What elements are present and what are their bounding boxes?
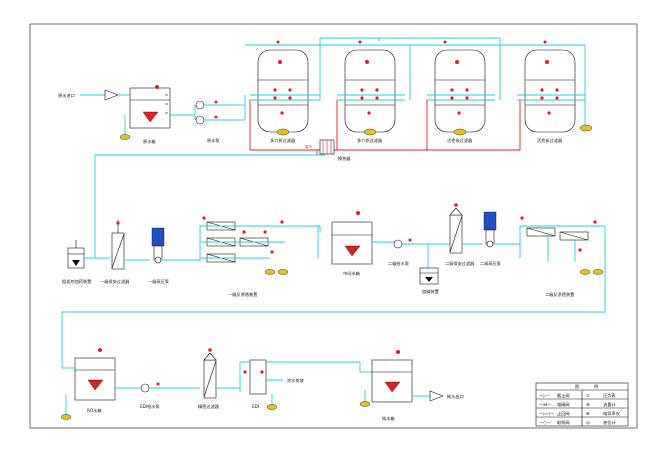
carbon-filter-2-label: 活性炭过滤器 [537, 137, 563, 144]
dosing-device-label: 阻垢剂加药装置 [62, 278, 91, 285]
hp-pump-1-label: 一级高压泵 [148, 278, 169, 285]
legend-sym-3a: —○— [539, 420, 551, 425]
heat-exchanger: 换热器 [319, 139, 351, 162]
multi-media-filter-2: 多介质过滤器 [344, 49, 396, 144]
hp-pump-1: 一级高压泵 [148, 227, 169, 285]
security-filter-1-label: 一级保安过滤器 [100, 278, 130, 285]
pure-water-outlet: 纯水出口 [429, 390, 464, 402]
carbon-filter-1: 活性炭过滤器 [434, 49, 486, 144]
naoh-device: 加碱装置 [419, 267, 439, 295]
steam-tag: 蒸汽 [305, 144, 312, 149]
legend-sym-0a: —▷— [539, 393, 551, 398]
naoh-device-label: 加碱装置 [422, 288, 439, 295]
raw-water-tank-label: 原水箱 [143, 138, 156, 145]
raw-water-tank: 原水箱 [129, 85, 171, 145]
legend-txt-1a: 电磁阀 [557, 401, 570, 408]
multi-media-filter-1-label: 多介质过滤器 [270, 137, 296, 144]
edi-pump-label: EDI给水泵 [140, 403, 160, 410]
steam-line: 蒸汽 [249, 100, 521, 155]
mid-pump: 二级给水泵 [388, 238, 450, 267]
legend-header-right: 例 [594, 383, 598, 390]
legend-txt-0b: 压力表 [603, 392, 616, 399]
legend-sym-3b: ◎ [586, 420, 590, 425]
legend-txt-2b: 电导率仪 [603, 410, 621, 417]
legend-txt-0a: 截止阀 [557, 392, 570, 399]
legend-sym-1a: —⋈— [539, 402, 552, 407]
carbon-filter-1-label: 活性炭过滤器 [447, 137, 473, 144]
raw-water-inlet-label: 原水进口 [58, 92, 75, 99]
legend-table: 图 例 —▷— 截止阀 ⊙ 压力表 —⋈— 电磁阀 ⊗ 流量计 —▷◁— 止回阀… [535, 382, 629, 427]
pure-water-outlet-label: 纯水出口 [447, 393, 464, 400]
hp-pump-2: 二级高压泵 [480, 211, 501, 267]
concentrate-label: 浓水排放 [287, 377, 305, 384]
edi-security-filter: 精密过滤器 [198, 348, 220, 410]
pressure-indicators [202, 40, 547, 224]
legend-txt-2a: 止回阀 [557, 410, 570, 417]
dosing-device: 阻垢剂加药装置 [62, 240, 91, 285]
edi-unit: EDI 浓水排放 [239, 359, 360, 410]
legend-txt-3b: 液位计 [603, 419, 616, 426]
legend-txt-1b: 流量计 [603, 401, 616, 408]
raw-water-pumps: 原水泵 [194, 100, 230, 143]
hp-pump-2-label: 二级高压泵 [480, 260, 501, 267]
legend-txt-3a: 取样阀 [557, 419, 570, 426]
ro-unit-2: 二级反渗透装置 [519, 216, 605, 298]
pure-water-tank: 纯水箱 [371, 350, 413, 422]
security-filter-2-label: 二级保安过滤器 [445, 260, 475, 267]
legend-sym-2a: —▷◁— [539, 411, 554, 416]
legend-sym-0b: ⊙ [586, 393, 590, 398]
ro-unit-1: 一级反渗透装置 [200, 221, 289, 298]
pure-water-tank-label: 纯水箱 [382, 415, 395, 422]
mid-pump-label: 二级给水泵 [388, 260, 409, 267]
raw-water-inlet: 原水进口 [58, 89, 119, 101]
carbon-filter-2: 活性炭过滤器 [524, 49, 593, 144]
legend-sym-1b: ⊗ [586, 402, 590, 407]
vessel-piping [250, 45, 586, 125]
multi-media-filter-2-label: 多介质过滤器 [357, 137, 383, 144]
edi-pump: EDI给水泵 [140, 382, 200, 410]
mid-tank: 中间水箱 [331, 211, 373, 277]
mid-tank-label: 中间水箱 [343, 270, 360, 277]
edi-unit-label: EDI [252, 404, 259, 409]
raw-pump-label: 原水泵 [207, 137, 220, 143]
legend-sym-2b: ⊕ [586, 411, 590, 416]
ro-unit-1-label: 一级反渗透装置 [228, 291, 257, 298]
header-tag: V [378, 38, 381, 42]
security-filter-1: 一级保安过滤器 [100, 220, 130, 285]
security-filter-2: 二级保安过滤器 [445, 203, 475, 267]
raw-tank-drain [119, 115, 131, 140]
ro-unit-2-label: 二级反渗透装置 [545, 291, 574, 298]
heat-exchanger-label: 换热器 [338, 155, 351, 162]
legend-header-left: 图 [575, 384, 579, 390]
multi-media-filter-1: 多介质过滤器 [257, 49, 309, 144]
ro-water-tank: RO水箱 [74, 348, 116, 414]
ro-water-tank-label: RO水箱 [87, 407, 102, 414]
edi-security-filter-label: 精密过滤器 [198, 403, 220, 410]
drawing-frame [29, 23, 638, 429]
